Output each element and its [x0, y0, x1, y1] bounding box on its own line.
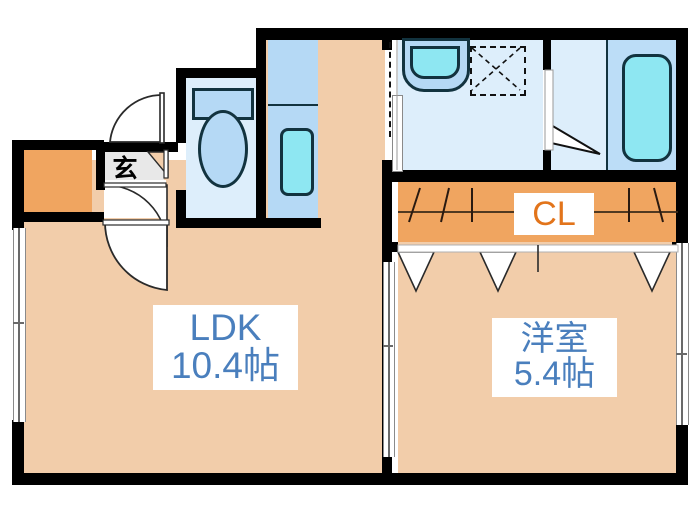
window-ldk-left	[13, 228, 26, 422]
wall-wet-bottom	[392, 170, 688, 182]
wall-toilet-right	[256, 68, 266, 228]
door-ldk-bedroom-line	[388, 262, 390, 457]
genkan-hall-floor	[104, 180, 166, 218]
ldk-label-line2: 10.4帖	[170, 345, 280, 387]
shoe-cabinet	[22, 148, 92, 213]
bathtub	[622, 54, 672, 162]
ldk-label: LDK 10.4帖	[153, 305, 298, 390]
wall-bottom-bedroom	[392, 473, 688, 485]
wall-kitchen-bottom	[266, 218, 321, 228]
wall-corridor-right-upper	[382, 28, 392, 50]
bathroom-divider	[606, 40, 608, 170]
washbasin-bowl	[410, 46, 460, 79]
kitchen-sink-basin	[280, 128, 314, 196]
washer-space	[470, 46, 526, 96]
wall-left-lower	[12, 420, 24, 485]
wall-kitchen-left	[256, 28, 266, 70]
closet-label: CL	[514, 193, 594, 235]
wall-toilet-left-lower	[176, 190, 186, 228]
wall-entry-to-ldk	[12, 212, 24, 230]
door-ldk-bedroom-tick	[383, 345, 393, 347]
bedroom-label: 洋室 5.4帖	[492, 318, 617, 397]
wall-wash-bath-lower	[543, 150, 551, 172]
wall-wet-top	[392, 28, 688, 40]
entrance-label: 玄	[108, 157, 142, 182]
window-ldk-left-line	[18, 228, 20, 422]
entrance-label-text: 玄	[112, 155, 138, 183]
wall-closet-bottom-left	[382, 242, 398, 252]
wall-toilet-bottom	[176, 218, 266, 228]
window-bedroom-right-tick	[676, 353, 687, 355]
bedroom-label-line1: 洋室	[520, 320, 589, 358]
toilet-bowl	[198, 110, 248, 188]
door-washroom-dashed[interactable]	[389, 42, 391, 137]
wall-kitchen-top	[256, 28, 392, 40]
window-ldk-left-tick	[13, 322, 24, 324]
window-bedroom-right	[676, 243, 689, 425]
wall-left-outer	[12, 140, 24, 230]
ldk-label-line1: LDK	[189, 307, 262, 348]
wall-genkan-left	[96, 150, 105, 180]
wall-right-outer-lower	[676, 425, 688, 485]
wall-right-outer-mid	[676, 173, 688, 243]
wall-wash-bath	[543, 40, 551, 70]
wall-toilet-top	[176, 68, 266, 78]
wall-entry-top	[12, 140, 104, 150]
door-washroom-panel[interactable]	[392, 95, 403, 172]
entrance-door-swing	[109, 92, 165, 144]
wall-genkan-left-lower	[96, 180, 105, 190]
wall-bottom-ldk	[12, 473, 384, 485]
wall-toilet-left	[176, 68, 186, 143]
bedroom-label-line2: 5.4帖	[513, 355, 596, 394]
closet-label-text: CL	[532, 195, 576, 233]
window-bedroom-right-line	[681, 243, 683, 425]
wall-genkan-top	[96, 142, 178, 152]
kitchen-counter-divider	[268, 104, 318, 106]
wall-entry-bottom	[12, 212, 104, 222]
wall-right-outer-top	[676, 28, 688, 173]
